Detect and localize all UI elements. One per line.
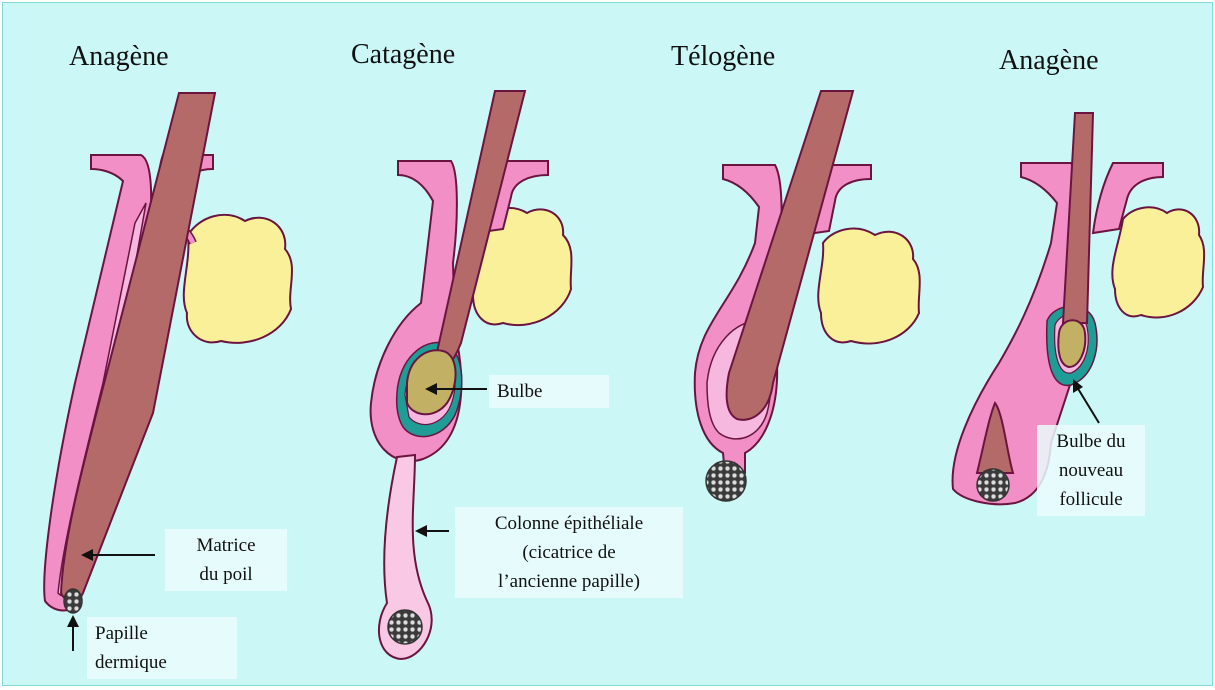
label-line: Bulbe du <box>1045 427 1137 456</box>
dermal-papilla <box>706 461 746 501</box>
sebaceous-gland <box>184 215 292 343</box>
label-line: Colonne épithéliale <box>463 509 675 538</box>
label-line: nouveau <box>1045 456 1137 485</box>
old-papilla <box>977 469 1009 501</box>
stage-title-anagen-new: Anagène <box>999 45 1099 77</box>
label-bulb: Bulbe <box>489 375 609 408</box>
label-line: dermique <box>95 648 229 677</box>
label-line: Bulbe <box>497 377 601 406</box>
old-papilla <box>388 610 422 644</box>
label-new-follicle-bulb: Bulbe du nouveau follicule <box>1037 425 1145 516</box>
follicle-telogen <box>695 91 920 501</box>
sebaceous-gland <box>1112 207 1204 317</box>
label-line: Matrice <box>173 531 279 560</box>
label-epithelial-column: Colonne épithéliale (cicatrice de l’anci… <box>455 507 683 598</box>
label-line: l’ancienne papille) <box>463 567 675 596</box>
sebaceous-gland <box>818 229 920 344</box>
dermal-papilla <box>64 589 82 613</box>
label-line: Papille <box>95 619 229 648</box>
label-hair-matrix: Matrice du poil <box>165 529 287 591</box>
label-line: follicule <box>1045 485 1137 514</box>
label-line: (cicatrice de <box>463 538 675 567</box>
label-dermal-papilla: Papille dermique <box>87 617 237 679</box>
stage-title-catagen: Catagène <box>351 39 455 71</box>
stage-title-telogen: Télogène <box>671 41 775 73</box>
stage-title-anagen: Anagène <box>69 41 169 73</box>
label-line: du poil <box>173 560 279 589</box>
